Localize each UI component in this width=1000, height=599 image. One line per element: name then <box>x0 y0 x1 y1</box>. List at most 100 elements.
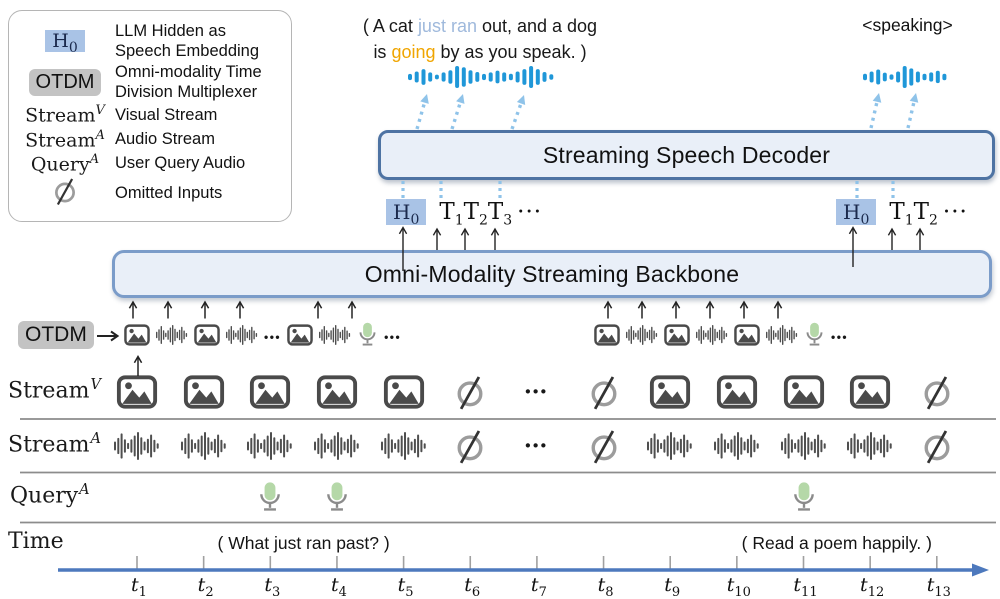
otdm-badge: OTDM <box>18 321 94 349</box>
audio-waveform-icon <box>780 432 827 460</box>
stream-v-cell <box>183 375 225 409</box>
h0-token: H0 <box>836 199 877 227</box>
legend-symbol: QueryA <box>15 152 115 175</box>
microphone-icon <box>324 481 350 514</box>
stream-v-cell <box>116 375 158 409</box>
legend-item-label: Audio Stream <box>115 130 215 149</box>
query-a-mic <box>324 481 350 514</box>
image-frame-icon <box>194 323 220 351</box>
microphone-icon <box>804 321 825 353</box>
tick-label: t1 <box>131 574 147 599</box>
audio-waveform-icon <box>766 324 798 350</box>
image-frame-icon <box>734 323 760 351</box>
audio-waveform-icon <box>713 432 760 460</box>
caption-text: out, and a dog <box>476 16 598 36</box>
image-frame-icon <box>783 375 825 409</box>
legend-item-label: Omitted Inputs <box>115 184 223 203</box>
caption-line: ( A cat just ran out, and a dog <box>295 13 665 39</box>
image-frame-icon <box>649 375 691 409</box>
tick-label: t13 <box>926 574 951 599</box>
empty-set-icon <box>455 428 485 464</box>
audio-waveform-icon <box>847 432 893 460</box>
caption-highlight: going <box>391 42 436 62</box>
otdm-badge: OTDM <box>28 68 102 96</box>
audio-waveform-icon <box>626 324 658 350</box>
stream-a-cell <box>713 432 760 460</box>
tick-label: t6 <box>464 574 481 599</box>
legend-item: H0 LLM Hidden as Speech Embedding <box>15 21 285 61</box>
legend-item: QueryA User Query Audio <box>15 152 285 175</box>
image-frame-icon <box>287 323 313 351</box>
row-label-time: Time <box>8 529 64 554</box>
tick-label: t3 <box>264 574 281 599</box>
text-token: T1 <box>439 199 464 229</box>
stream-a-cell <box>313 432 360 460</box>
tick-label: t2 <box>197 574 214 599</box>
caption-text: ( A cat <box>362 16 418 36</box>
audio-waveform-icon <box>226 324 258 350</box>
image-frame-icon <box>124 323 150 351</box>
otdm-input-sequence-right: ••• <box>594 321 848 353</box>
token-ellipsis: ··· <box>942 199 968 225</box>
ellipsis-dots: ••• <box>525 383 549 401</box>
ellipsis-dots: ••• <box>384 330 402 344</box>
tick-label: t11 <box>793 574 818 599</box>
row-label-query-a: QueryA <box>10 482 90 509</box>
image-frame-icon <box>316 375 358 409</box>
math-symbol: QueryA <box>30 151 100 176</box>
audio-waveform-icon <box>313 432 360 460</box>
tick-label: t5 <box>397 574 414 599</box>
text-token: T2 <box>913 199 938 229</box>
legend-item-label: User Query Audio <box>115 154 246 173</box>
legend-item-label: Visual Stream <box>115 105 218 124</box>
speech-waveform-icon-left <box>408 66 556 88</box>
empty-set-icon <box>922 374 952 410</box>
tick-label: t8 <box>597 574 614 599</box>
tick-label: t10 <box>726 574 751 599</box>
decoder-title: Streaming Speech Decoder <box>542 141 831 168</box>
ellipsis-dots: ••• <box>264 330 282 344</box>
image-frame-icon <box>249 375 291 409</box>
omni-modality-backbone-box: Omni-Modality Streaming Backbone <box>112 250 992 298</box>
stream-a-cell <box>647 432 693 460</box>
math-symbol: StreamA <box>25 127 105 151</box>
stream-a-cell <box>589 428 619 464</box>
image-frame-icon <box>849 375 891 409</box>
legend-symbol: StreamV <box>15 103 115 126</box>
stream-v-cell <box>716 375 758 409</box>
audio-waveform-icon <box>180 432 227 460</box>
h0-badge: H0 <box>45 30 85 55</box>
stream-v-cell <box>922 374 952 410</box>
caption-text: is <box>373 42 392 62</box>
stream-a-cell <box>247 432 293 460</box>
legend-symbol: OTDM <box>15 68 115 96</box>
stream-v-cell <box>849 375 891 409</box>
legend-item-label: LLM Hidden as Speech Embedding <box>115 22 260 61</box>
empty-set-icon <box>589 374 619 410</box>
caption-line: is going by as you speak. ) <box>295 39 665 65</box>
stream-a-cell <box>780 432 827 460</box>
tick-label: t9 <box>664 574 681 599</box>
speaking-tag: <speaking> <box>862 15 953 35</box>
row-label-stream-v: StreamV <box>8 377 101 404</box>
legend-item: StreamA Audio Stream <box>15 128 285 151</box>
stream-a-cell <box>114 432 160 460</box>
stream-v-cell <box>589 374 619 410</box>
stream-a-cell <box>380 432 427 460</box>
empty-set-icon <box>922 428 952 464</box>
time-caption: ( Read a poem happily. ) <box>741 533 932 553</box>
audio-waveform-icon <box>319 324 351 350</box>
legend-symbol: StreamA <box>15 128 115 151</box>
h0-token: H0 <box>386 199 427 227</box>
query-a-mic <box>257 481 283 514</box>
math-symbol: StreamV <box>25 103 105 127</box>
stream-v-cell <box>783 375 825 409</box>
stream-v-cell <box>383 375 425 409</box>
microphone-icon <box>357 321 378 353</box>
query-a-mic <box>791 481 817 514</box>
